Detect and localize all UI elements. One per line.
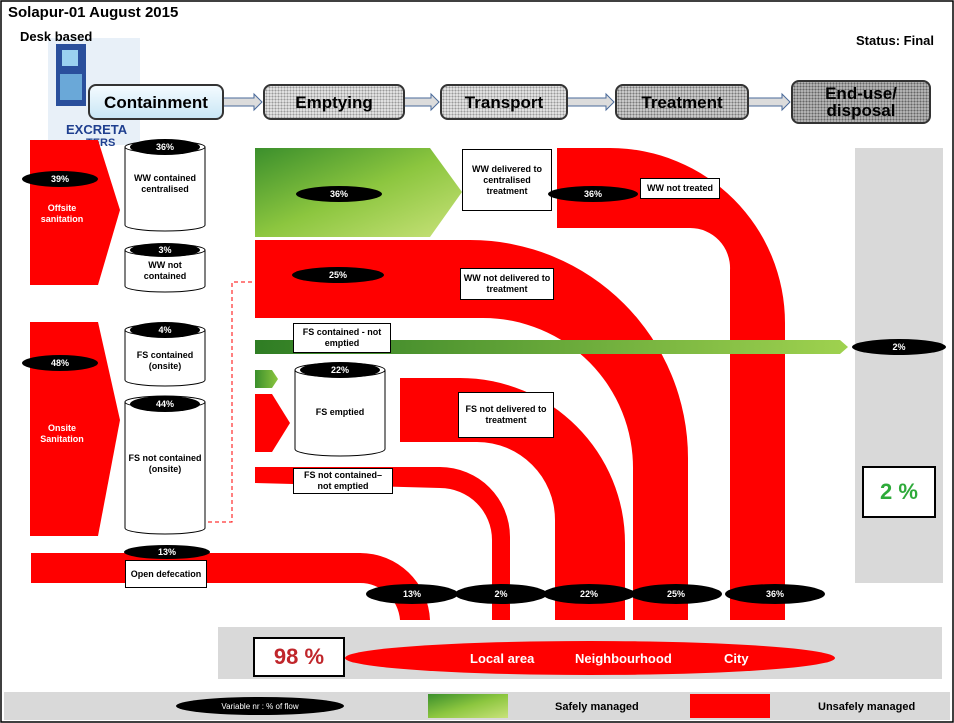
ww-not-delivered-flow: [255, 240, 688, 620]
safe-total: 2 %: [862, 466, 936, 518]
bottom-pct-fs-not-emptied: 2%: [455, 584, 547, 604]
stage-containment: Containment: [88, 84, 224, 120]
fs-emptied-red: [255, 394, 290, 452]
fs-emptied-pct: 22%: [300, 362, 380, 378]
stage-end-use: End-use/ disposal: [791, 80, 931, 124]
diagram-subtitle: Desk based: [20, 29, 93, 44]
fs-not-delivered-flow: [400, 378, 625, 620]
onsite-label: Onsite Sanitation: [40, 423, 84, 444]
unsafe-total: 98 %: [253, 637, 345, 677]
status-label: Status: Final: [855, 33, 934, 48]
fs-contained-pct: 4%: [130, 322, 200, 338]
ww-delivered-label: WW delivered to centralised treatment: [462, 149, 552, 211]
bottom-pct-open-defecation: 13%: [366, 584, 458, 604]
ww-contained-pct: 36%: [130, 139, 200, 155]
bottom-pct-fs-not-delivered: 22%: [543, 584, 635, 604]
diagram-title: Solapur-01 August 2015: [8, 4, 179, 21]
open-defecation-label: Open defecation: [125, 560, 207, 588]
fs-not-contained-label: FS not contained (onsite): [128, 453, 202, 474]
fs-emptied-label: FS emptied: [315, 407, 365, 417]
legend-safe-label: Safely managed: [555, 701, 639, 713]
area-city: City: [724, 651, 749, 666]
fs-contained-not-emptied-pct: 2%: [852, 339, 946, 355]
onsite-pct: 48%: [22, 355, 98, 371]
fs-contained-line: [255, 340, 848, 354]
bottom-pct-ww-not-treated: 36%: [725, 584, 825, 604]
fs-not-emptied-flow: [255, 467, 510, 620]
legend-variable: Variable nr : % of flow: [176, 697, 344, 715]
fs-emptied-green: [255, 370, 278, 388]
bottom-pct-ww-not-delivered: 25%: [630, 584, 722, 604]
ww-not-contained-label: WW not contained: [143, 260, 187, 281]
legend-unsafe-swatch: [690, 694, 770, 718]
area-local: Local area: [470, 651, 535, 666]
fs-contained-not-emptied-label: FS contained - not emptied: [293, 323, 391, 353]
legend-unsafe-label: Unsafely managed: [818, 701, 916, 713]
legend-safe-swatch: [428, 694, 508, 718]
open-defecation-pct: 13%: [124, 545, 210, 559]
area-ellipse: [345, 641, 835, 675]
fs-contained-label: FS contained (onsite): [136, 350, 194, 371]
stage-emptying: Emptying: [263, 84, 405, 120]
ww-not-treated-pct: 36%: [548, 186, 638, 202]
stage-arrows: [221, 92, 791, 112]
ww-not-delivered-label: WW not delivered to treatment: [460, 268, 554, 300]
area-neighbourhood: Neighbourhood: [575, 651, 672, 666]
ww-not-contained-pct: 3%: [130, 243, 200, 257]
dashed-connector: [208, 281, 256, 523]
ww-delivered-pct: 36%: [296, 186, 382, 202]
ww-contained-label: WW contained centralised: [134, 173, 196, 194]
stage-transport: Transport: [440, 84, 568, 120]
ww-not-treated-label: WW not treated: [640, 178, 720, 199]
offsite-label: Offsite sanitation: [40, 203, 84, 224]
fs-not-contained-pct: 44%: [130, 396, 200, 412]
stage-treatment: Treatment: [615, 84, 749, 120]
fs-not-delivered-label: FS not delivered to treatment: [458, 392, 554, 438]
offsite-pct: 39%: [22, 171, 98, 187]
svg-text:EXCRETA: EXCRETA: [66, 122, 128, 137]
onsite-shape: [30, 322, 120, 536]
fs-not-contained-not-emptied-label: FS not contained– not emptied: [293, 468, 393, 494]
ww-not-delivered-pct: 25%: [292, 267, 384, 283]
